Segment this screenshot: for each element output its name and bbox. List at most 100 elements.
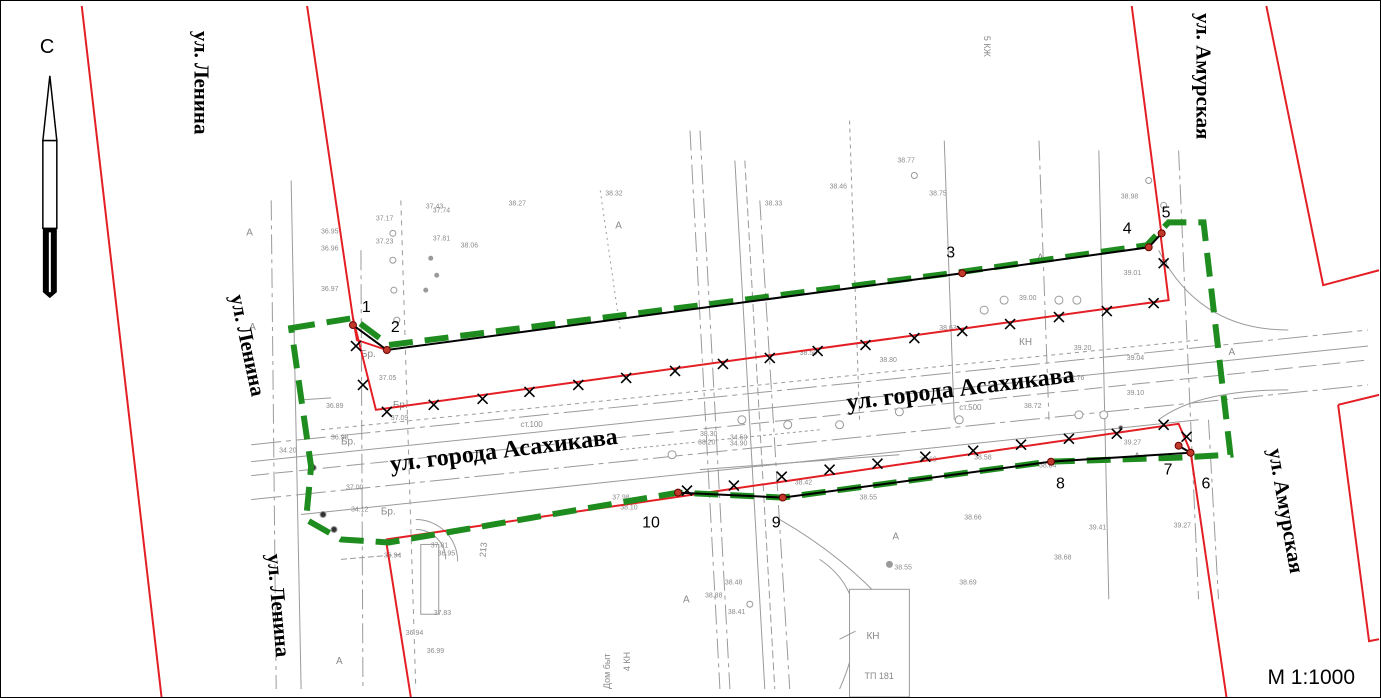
point-label-8: 8 [1056,476,1065,493]
svg-text:37.74: 37.74 [433,207,451,214]
svg-text:38.68: 38.68 [1054,554,1072,561]
svg-text:39.01: 39.01 [1124,270,1142,277]
svg-text:37.83: 37.83 [434,610,452,617]
svg-text:39.41: 39.41 [1089,524,1107,531]
svg-text:38.72: 38.72 [1024,403,1042,410]
north-label: С [40,36,54,58]
point-label-3: 3 [946,244,955,261]
svg-text:39.00: 39.00 [1019,295,1037,302]
svg-text:39.04: 39.04 [1127,355,1145,362]
label-kn-2: КН [866,631,879,642]
point-label-7: 7 [1164,462,1173,479]
svg-text:34.12: 34.12 [351,507,369,514]
svg-text:38.41: 38.41 [728,609,746,616]
svg-text:38.48: 38.48 [725,579,743,586]
svg-text:38.76: 38.76 [1067,375,1085,382]
label-a-2: А [615,220,622,231]
svg-text:36.95: 36.95 [321,228,339,235]
svg-text:37.98: 37.98 [612,495,630,502]
label-tp: ТП 181 [865,671,894,681]
svg-text:38.55: 38.55 [860,495,878,502]
point-label-2: 2 [391,319,400,336]
scale-label: М 1:1000 [1263,666,1359,690]
svg-text:38.69: 38.69 [959,579,977,586]
svg-text:38.46: 38.46 [830,183,848,190]
point-label-5: 5 [1162,204,1171,221]
svg-text:36.95: 36.95 [438,550,456,557]
point-label-4: 4 [1123,220,1132,237]
svg-text:37.17: 37.17 [376,215,394,222]
svg-text:38.50: 38.50 [800,350,818,357]
svg-text:37.00: 37.00 [346,485,364,492]
svg-text:37.81: 37.81 [431,542,449,549]
label-a-8: А [249,322,256,333]
zone-boundary [287,219,1234,546]
svg-text:38.55: 38.55 [894,564,912,571]
svg-text:37.43: 37.43 [426,203,444,210]
svg-text:38.75: 38.75 [929,190,947,197]
label-a-1: А [246,227,253,238]
svg-text:39.27: 39.27 [1124,440,1142,447]
svg-text:39.27: 39.27 [1174,522,1192,529]
point-labels: 1 2 3 4 5 6 7 8 9 10 [362,204,1211,531]
point-label-6: 6 [1202,476,1211,493]
survey-lines [251,120,1369,697]
point-label-9: 9 [772,514,781,531]
street-lenina-1: ул. Ленина [189,31,213,135]
svg-text:38.30: 38.30 [700,431,718,438]
svg-text:36.89: 36.89 [326,403,344,410]
label-dom: Дом быт [602,654,612,690]
point-label-1: 1 [362,299,371,316]
svg-text:38.20: 38.20 [698,440,716,447]
svg-text:34.20: 34.20 [279,448,297,455]
svg-text:38.32: 38.32 [605,190,623,197]
svg-text:39.10: 39.10 [1127,390,1145,397]
svg-text:38.33: 38.33 [765,200,783,207]
svg-text:38.10: 38.10 [620,505,638,512]
street-amurskaya-1: ул. Амурская [1192,13,1216,139]
svg-text:38.42: 38.42 [795,480,813,487]
label-st500: ст.500 [959,403,982,412]
svg-text:36.98: 36.98 [331,435,349,442]
svg-text:34.90: 34.90 [730,441,748,448]
label-br-2: Бр. [341,437,356,448]
svg-text:38.63: 38.63 [939,325,957,332]
svg-text:34.50: 34.50 [730,435,748,442]
svg-text:38.84: 38.84 [1039,463,1057,470]
cross-markers [350,257,1193,497]
svg-text:39.20: 39.20 [1074,345,1092,352]
label-kn-1: КН [1019,337,1032,348]
label-kn4: 4 КН [622,652,632,671]
label-a-5: А [892,531,899,542]
svg-text:36.94: 36.94 [384,552,402,559]
label-br-1: Бр. [361,349,376,360]
svg-text:38.27: 38.27 [509,200,527,207]
svg-text:38.77: 38.77 [897,158,915,165]
north-arrow: С [40,36,58,299]
svg-text:38.06: 38.06 [461,242,479,249]
svg-text:38.98: 38.98 [1121,193,1139,200]
label-213: 213 [478,542,489,558]
svg-text:36.99: 36.99 [427,648,445,655]
label-br-4: Бр. [393,400,408,411]
svg-text:37.81: 37.81 [433,235,451,242]
svg-text:38.66: 38.66 [964,515,982,522]
svg-text:38.80: 38.80 [879,357,897,364]
svg-text:37.09: 37.09 [391,415,409,422]
label-a-4: А [1228,347,1235,358]
label-st100: ст.100 [520,420,543,429]
svg-text:38.88: 38.88 [705,592,723,599]
label-a-7: А [336,656,343,667]
svg-text:36.96: 36.96 [321,245,339,252]
svg-text:37.05: 37.05 [379,375,397,382]
label-koc: 5 КЖ [982,36,992,58]
point-label-10: 10 [642,514,660,531]
svg-text:36.94: 36.94 [406,630,424,637]
svg-text:37.23: 37.23 [376,238,394,245]
svg-text:38.58: 38.58 [974,455,992,462]
label-a-6: А [683,594,690,605]
svg-text:36.97: 36.97 [321,286,339,293]
label-br-3: Бр. [381,507,396,518]
